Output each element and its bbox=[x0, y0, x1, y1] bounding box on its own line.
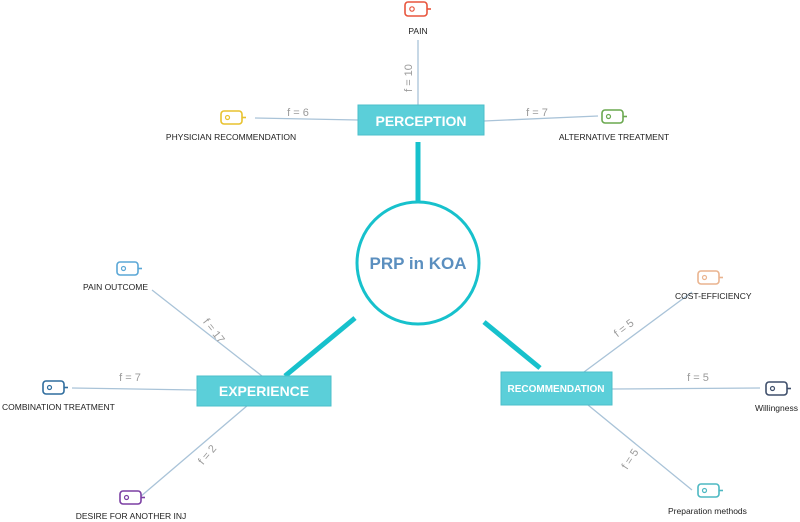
code-label-willingness: Willingness bbox=[755, 403, 798, 413]
code-label-combination: COMBINATION TREATMENT bbox=[2, 402, 115, 412]
physician-tag-icon bbox=[220, 110, 246, 125]
pain-outcome-tag-icon bbox=[116, 261, 142, 276]
freq-preparation: f = 5 bbox=[620, 447, 642, 472]
branch-combination bbox=[71, 387, 197, 391]
code-label-pain-outcome: PAIN OUTCOME bbox=[83, 282, 148, 292]
freq-combination: f = 7 bbox=[119, 372, 141, 384]
branch-cost bbox=[583, 291, 693, 373]
branch-physician bbox=[254, 117, 359, 121]
theme-experience-label: EXPERIENCE bbox=[219, 383, 309, 399]
branch-pain-outcome bbox=[151, 289, 263, 377]
branch-alternative bbox=[483, 115, 599, 122]
code-label-cost: COST-EFFICIENCY bbox=[675, 291, 752, 301]
center-label: PRP in KOA bbox=[370, 254, 467, 273]
preparation-tag-icon bbox=[697, 483, 723, 498]
freq-alternative: f = 7 bbox=[526, 107, 548, 119]
theme-perception-label: PERCEPTION bbox=[375, 113, 466, 129]
center-node: PRP in KOA bbox=[355, 200, 481, 326]
code-label-physician: PHYSICIAN RECOMMENDATION bbox=[166, 132, 296, 142]
code-label-desire: DESIRE FOR ANOTHER INJ bbox=[76, 511, 187, 521]
cost-tag-icon bbox=[697, 270, 723, 285]
branch-willingness bbox=[611, 387, 761, 390]
branch-desire bbox=[139, 404, 249, 498]
theme-perception: PERCEPTION bbox=[357, 104, 485, 136]
willingness-tag-icon bbox=[765, 381, 791, 396]
spoke-recommendation bbox=[482, 320, 542, 370]
theme-experience: EXPERIENCE bbox=[196, 375, 332, 407]
branch-preparation bbox=[587, 404, 693, 491]
code-label-alternative: ALTERNATIVE TREATMENT bbox=[559, 132, 669, 142]
theme-recommendation-label: RECOMMENDATION bbox=[507, 384, 604, 395]
spoke-experience bbox=[283, 316, 357, 378]
alternative-tag-icon bbox=[601, 109, 627, 124]
freq-willingness: f = 5 bbox=[687, 372, 709, 384]
desire-tag-icon bbox=[119, 490, 145, 505]
code-label-pain: PAIN bbox=[408, 26, 427, 36]
combination-tag-icon bbox=[42, 380, 68, 395]
theme-recommendation: RECOMMENDATION bbox=[500, 371, 613, 406]
pain-tag-icon bbox=[404, 1, 431, 17]
code-label-preparation: Preparation methods bbox=[668, 506, 747, 516]
freq-physician: f = 6 bbox=[287, 107, 309, 119]
freq-pain: f = 10 bbox=[403, 64, 415, 92]
